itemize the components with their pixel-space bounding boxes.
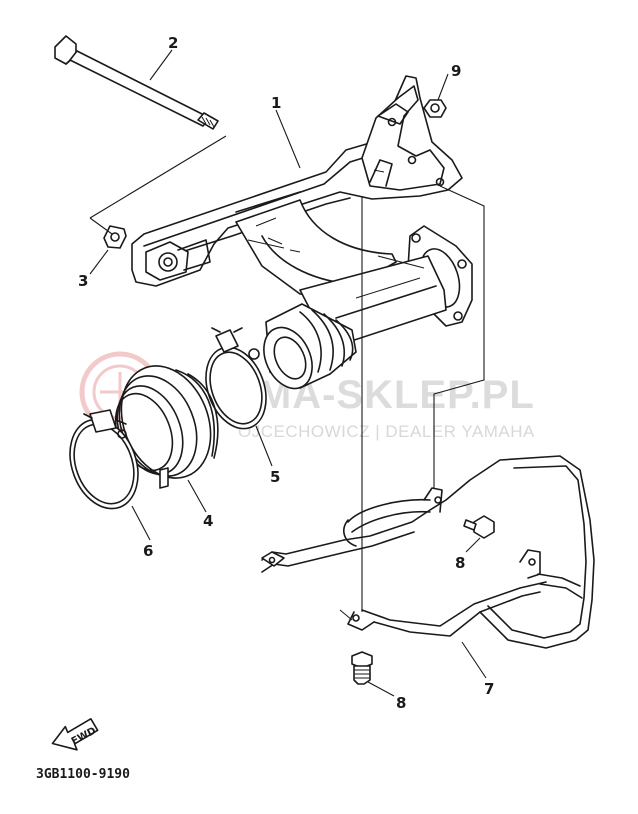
leader-lines (89, 49, 487, 697)
pivot-bolt (54, 35, 219, 130)
callout-3: 3 (78, 272, 88, 290)
callout-5: 5 (270, 468, 280, 486)
callout-1: 1 (271, 94, 281, 112)
callout-labels: 2 1 9 3 5 4 6 8 7 8 (78, 34, 494, 712)
diagram-code: 3GB1100-9190 (36, 767, 130, 782)
guard-frame (261, 455, 595, 649)
callout-8-upper: 8 (455, 554, 465, 572)
callout-4: 4 (203, 512, 213, 530)
bolt-lower (351, 651, 373, 685)
watermark-title: AMA-SKLEP.PL (228, 373, 535, 417)
callout-6: 6 (143, 542, 153, 560)
swingarm (131, 75, 463, 297)
nut (423, 99, 447, 118)
callout-8-lower: 8 (396, 694, 406, 712)
forward-direction-arrow: FWD (51, 717, 99, 751)
small-hose-clamp (205, 327, 267, 430)
assembly-lines (89, 135, 485, 612)
bolt-upper (463, 515, 495, 539)
washer-plate (103, 225, 127, 249)
watermark-subtitle: OJCECHOWICZ | DEALER YAMAHA (238, 422, 535, 441)
callout-2: 2 (168, 34, 178, 52)
callout-9: 9 (451, 62, 461, 80)
callout-7: 7 (484, 680, 494, 698)
large-hose-clamp (69, 409, 139, 510)
axle-housing (263, 225, 473, 390)
